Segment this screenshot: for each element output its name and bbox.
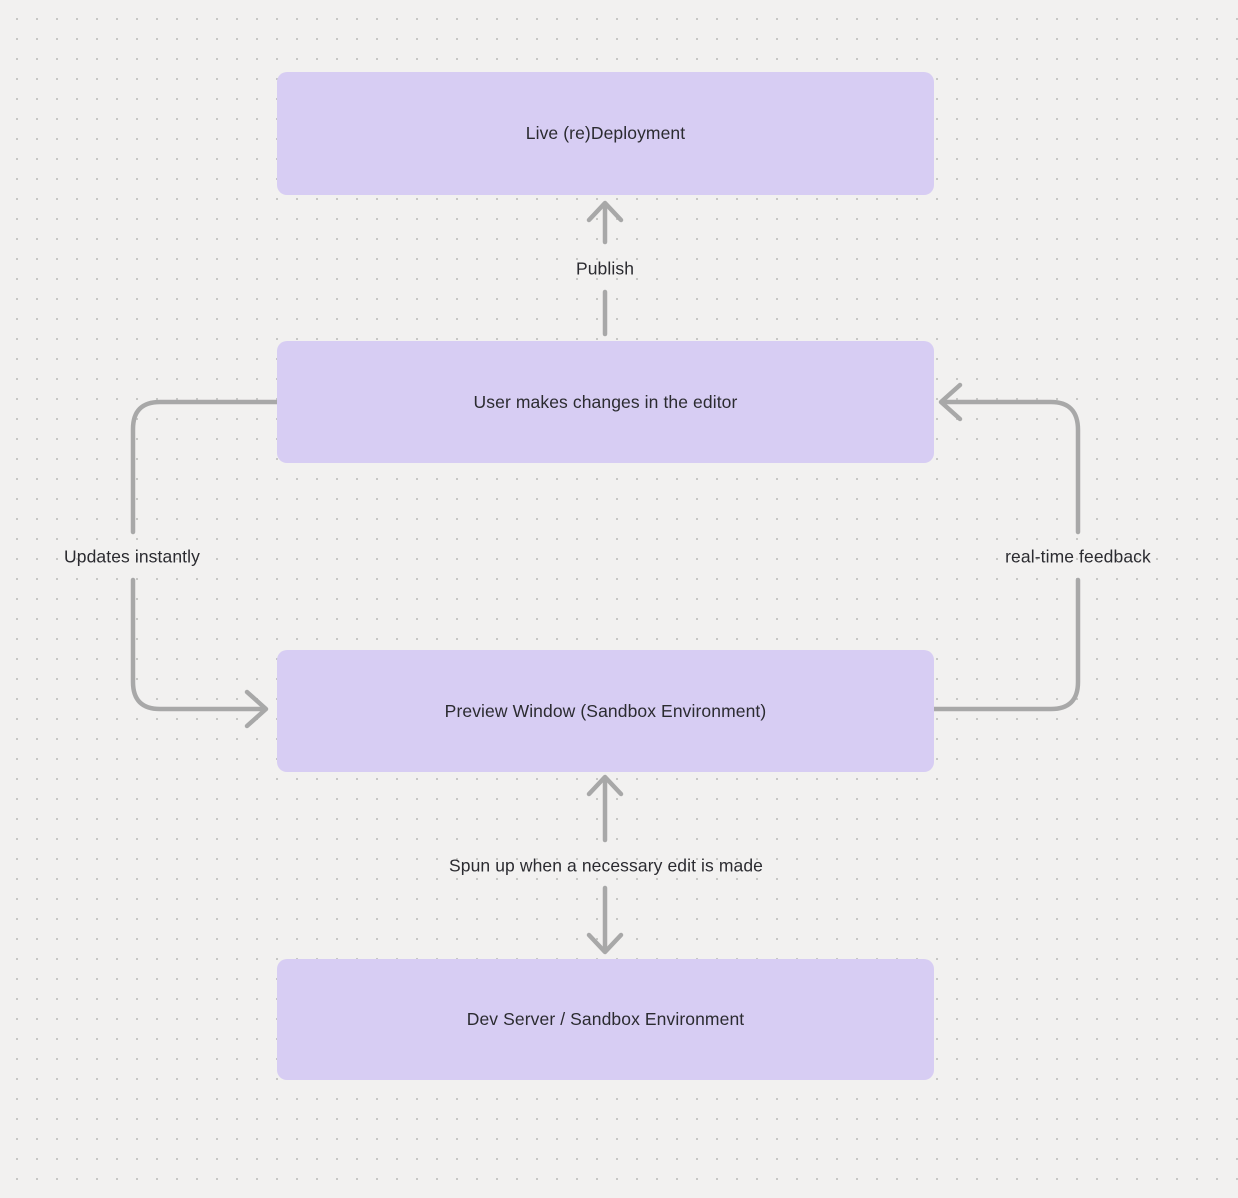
edge-label-publish: Publish xyxy=(575,258,635,279)
node-label-editor: User makes changes in the editor xyxy=(473,391,738,412)
edge-label-updates-instantly: Updates instantly xyxy=(64,546,200,567)
node-preview-window[interactable]: Preview Window (Sandbox Environment) xyxy=(277,650,934,772)
node-dev-server[interactable]: Dev Server / Sandbox Environment xyxy=(277,959,934,1080)
node-editor[interactable]: User makes changes in the editor xyxy=(277,341,934,463)
edge-label-real-time-feedback: real-time feedback xyxy=(1005,546,1151,567)
node-label-live-redeployment: Live (re)Deployment xyxy=(525,123,686,143)
node-label-dev-server: Dev Server / Sandbox Environment xyxy=(466,1009,745,1029)
node-label-preview-window: Preview Window (Sandbox Environment) xyxy=(444,700,767,721)
node-live-redeployment[interactable]: Live (re)Deployment xyxy=(277,72,934,195)
edge-label-spun-up: Spun up when a necessary edit is made xyxy=(448,855,764,876)
